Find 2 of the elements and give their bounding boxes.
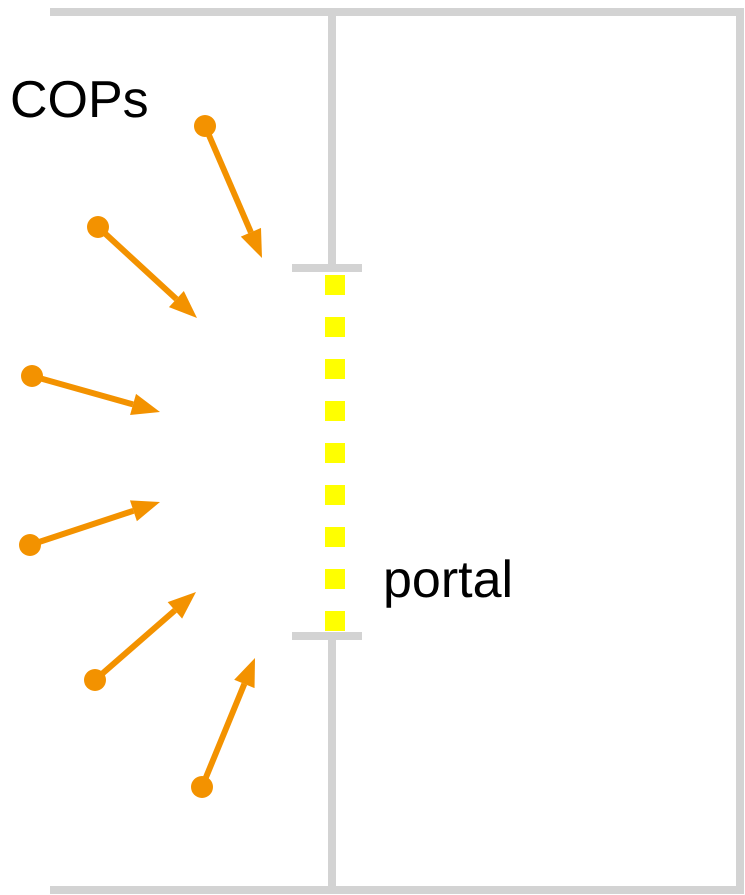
text-label: portal: [383, 550, 514, 610]
text-label: COPs: [10, 70, 149, 130]
